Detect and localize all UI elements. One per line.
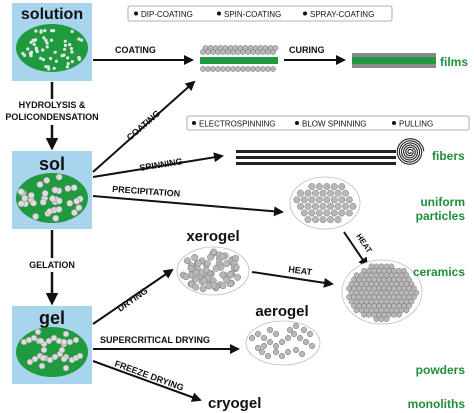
- coated-film: [200, 45, 279, 72]
- heat-diagonal-arrow: [343, 231, 369, 268]
- hydrolysis-label-1: HYDROLYSIS &: [19, 100, 86, 110]
- product-uniform-line1: uniform: [420, 195, 465, 209]
- method-electrospinning: ELECTROSPINNING: [199, 120, 275, 129]
- coating-diagonal-arrow: [92, 80, 196, 173]
- xerogel-label: xerogel: [186, 228, 239, 245]
- product-ceramics: ceramics: [413, 265, 465, 279]
- aerogel-cluster: [245, 320, 321, 366]
- precipitation-arrow: [92, 195, 284, 217]
- spinning-arrow: [92, 152, 224, 178]
- product-uniform-line2: particles: [416, 209, 466, 223]
- cryogel-label: cryogel: [208, 395, 261, 412]
- product-monoliths: monoliths: [408, 397, 466, 411]
- product-fibers: fibers: [432, 149, 465, 163]
- heat-arrow: [251, 271, 334, 288]
- solution-label: solution: [21, 6, 83, 23]
- fiber-methods-box: ELECTROSPINNING BLOW SPINNING PULLING: [186, 115, 470, 131]
- heat-label: HEAT: [288, 264, 313, 277]
- hydrolysis-label-2: POLICONDENSATION: [5, 112, 98, 122]
- freeze-arrow: [92, 360, 202, 402]
- cured-film: [352, 53, 436, 68]
- xerogel-cluster: [176, 246, 250, 296]
- curing-label: CURING: [289, 45, 325, 55]
- sol-box: sol: [12, 151, 92, 229]
- solution-box: solution: [12, 3, 92, 81]
- gel-box: gel: [12, 306, 92, 384]
- sol-label: sol: [39, 154, 65, 174]
- spinning-label: SPINNING: [139, 156, 184, 173]
- method-blow-spinning: BLOW SPINNING: [302, 120, 366, 129]
- freeze-label: FREEZE DRYING: [113, 358, 185, 392]
- fiber-coil: [396, 138, 425, 165]
- product-films: films: [440, 55, 468, 69]
- ceramics-cluster: [341, 259, 423, 325]
- method-dip-coating: DIP-COATING: [141, 10, 193, 19]
- product-powders: powders: [416, 363, 466, 377]
- coating-methods-box: DIP-COATING SPIN-COATING SPRAY-COATING: [127, 5, 393, 22]
- method-pulling: PULLING: [399, 120, 433, 129]
- gel-label: gel: [39, 308, 65, 328]
- aerogel-label: aerogel: [255, 303, 308, 320]
- fiber-lines: [236, 150, 396, 165]
- method-spin-coating: SPIN-COATING: [224, 10, 281, 19]
- precipitation-label: PRECIPITATION: [112, 184, 181, 199]
- coating-diagonal-label: COATING: [125, 108, 162, 142]
- supercritical-label: SUPERCRITICAL DRYING: [100, 335, 210, 345]
- method-spray-coating: SPRAY-COATING: [310, 10, 374, 19]
- uniform-particles-cluster: [289, 176, 361, 230]
- drying-label: DRYING: [115, 286, 149, 314]
- drying-arrow: [92, 268, 174, 325]
- coating-label: COATING: [115, 45, 156, 55]
- gelation-label: GELATION: [29, 260, 75, 270]
